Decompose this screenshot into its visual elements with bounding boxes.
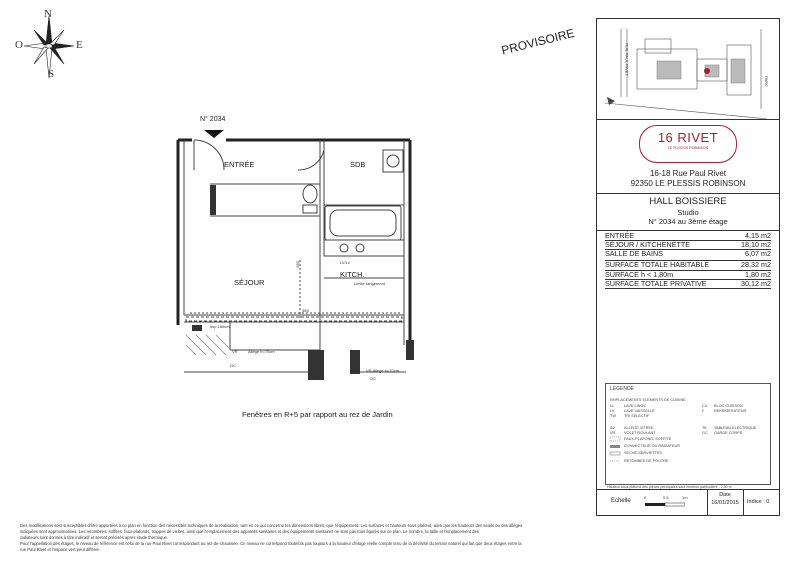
index-box: Indice : 0 (747, 499, 770, 505)
legend-label-ll: LAVE LINGE (624, 404, 646, 408)
vr-right-note: VR Allège h=70cm (366, 368, 400, 373)
date-value: 16/01/2015 (711, 500, 739, 506)
legend-code-lv: LV (610, 409, 615, 413)
legend-label-te: TABLEAU ELECTRIQUE (714, 426, 757, 430)
scale-tick-05: 0.5 (663, 495, 669, 500)
brand-name: 16 RIVET (657, 130, 719, 145)
legend-footnote: Hauteur sous plafond des pièces principa… (607, 485, 732, 489)
scale-box: Echelle 0 0.5 1m (597, 489, 708, 515)
gc-right-note: GC (370, 376, 376, 381)
floor-plan-drawing (176, 130, 414, 380)
room-sejour-label: SÉJOUR (234, 278, 265, 287)
legend-code-f: F (702, 409, 705, 413)
unit-type: Studio (677, 208, 699, 217)
date-box: Date 16/01/2015 (707, 489, 744, 515)
disclaimer-line-3: radiateurs sont donnés à titre indicatif… (20, 535, 169, 540)
legend-label-tw: TRI SELECTIF (624, 414, 650, 418)
compass-o-label: O (15, 39, 23, 51)
allege-note: Allège h=70cm (248, 349, 275, 354)
legend-box: LÉGENDE EMPLACEMENTS ELEMENTS DE CUISINE… (605, 383, 771, 485)
site-plan-drawing (604, 29, 768, 119)
disclaimer-line-2: indiquées sont approximatives. Les retom… (20, 529, 479, 534)
provisional-stamp: PROVISOIRE (500, 25, 576, 58)
room-entree-label: ENTRÉE (224, 160, 255, 169)
limite-rangement-note: Limite rangement (354, 281, 385, 286)
legend-code-tw: TW (610, 414, 616, 418)
disclaimer-line-1: Des modifications sont susceptibles d'êt… (20, 523, 523, 528)
room-kitch-label: KITCH. (340, 270, 365, 279)
disclaimer-line-5: rue Paul Rivet et l'espace vert peut dif… (20, 547, 100, 552)
unit-number: N° 2034 au 3ème étage (648, 217, 728, 226)
legend-label-lv: LAVE VAISSELLE (624, 409, 655, 413)
legend-code-av: AV (610, 426, 615, 430)
gc-left-note: GC (230, 363, 236, 368)
legend-label-av: ALLEGE VITREE (624, 426, 654, 430)
legend-code-vr: VR (610, 431, 616, 435)
compass-s-label: S (48, 68, 55, 80)
unit-tag: N° 2034 (200, 116, 226, 123)
compass: N E S O (12, 8, 94, 84)
scale-tick-0: 0 (644, 495, 647, 500)
legend-label-vr: VOLET ROULANT (624, 431, 656, 435)
compass-e-label: E (76, 39, 83, 51)
vr-note: VR (232, 349, 238, 354)
floor-plan: N° 2034 ENTRÉE SDB KITCH. SÉJOUR Limite … (170, 110, 440, 390)
hsp-note: hsp 180cm (210, 324, 230, 329)
legend-label-f: REFRIGERATEUR (714, 409, 747, 413)
legend-label-seche: SECHE-SERVIETTES (624, 451, 662, 455)
park-label: PARC (763, 76, 769, 87)
plan-caption: Fenêtres en R+5 par rapport au rez de Ja… (242, 410, 393, 419)
legend-heading: EMPLACEMENTS ELEMENTS DE CUISINE (610, 398, 686, 402)
address-line2: 92350 LE PLESSIS ROBINSON (630, 179, 746, 188)
scale-bar-icon (645, 502, 685, 507)
legend-code-cu: CU (702, 404, 708, 408)
site-plan: RUE PAUL RIVET PARC (597, 19, 779, 119)
scale-label: Echelle (611, 498, 631, 504)
legend-label-retombee: RETOMBEE DE POUTRE (624, 459, 669, 463)
date-label: Date (719, 492, 731, 498)
room-sdb-label: SDB (350, 160, 366, 169)
compass-rose-icon (23, 15, 75, 79)
legend-label-convecteur: CONVECTEUR OU RADIATEUR (624, 444, 681, 448)
street-label: RUE PAUL RIVET (624, 43, 630, 76)
address-line1: 16-18 Rue Paul Rivet (649, 169, 727, 178)
legend-code-ll: LL (610, 404, 615, 408)
lv-note: LV/Lv (340, 260, 350, 265)
dim-280: 280 (294, 261, 300, 268)
legend-label-cu: BLOC CUISSON (714, 404, 743, 408)
legend-code-gc: GC (702, 431, 708, 435)
disclaimer: Des modifications sont susceptibles d'êt… (20, 523, 780, 553)
hall-name: HALL BOISSIERE (649, 196, 727, 207)
brand-logo: 16 RIVET LE PLESSIS ROBINSON (639, 125, 737, 163)
legend-title: LÉGENDE (610, 386, 634, 392)
scale-tick-1m: 1m (682, 495, 688, 500)
legend-label-faux-plafond: FAUX-PLAFOND, SOFFITE (624, 437, 672, 441)
legend-symbols-icon (609, 436, 621, 462)
compass-n-label: N (44, 8, 52, 20)
legend-code-te: TE (702, 426, 707, 430)
title-block: RUE PAUL RIVET PARC 16 RIVET LE PLESSIS … (596, 18, 780, 516)
brand-sub: LE PLESSIS ROBINSON (667, 146, 709, 150)
disclaimer-line-4: Pour l'appellation des étages, le niveau… (20, 541, 522, 546)
legend-label-gc: GARDE-CORPS (714, 431, 743, 435)
dim-365: 365 (302, 308, 309, 313)
